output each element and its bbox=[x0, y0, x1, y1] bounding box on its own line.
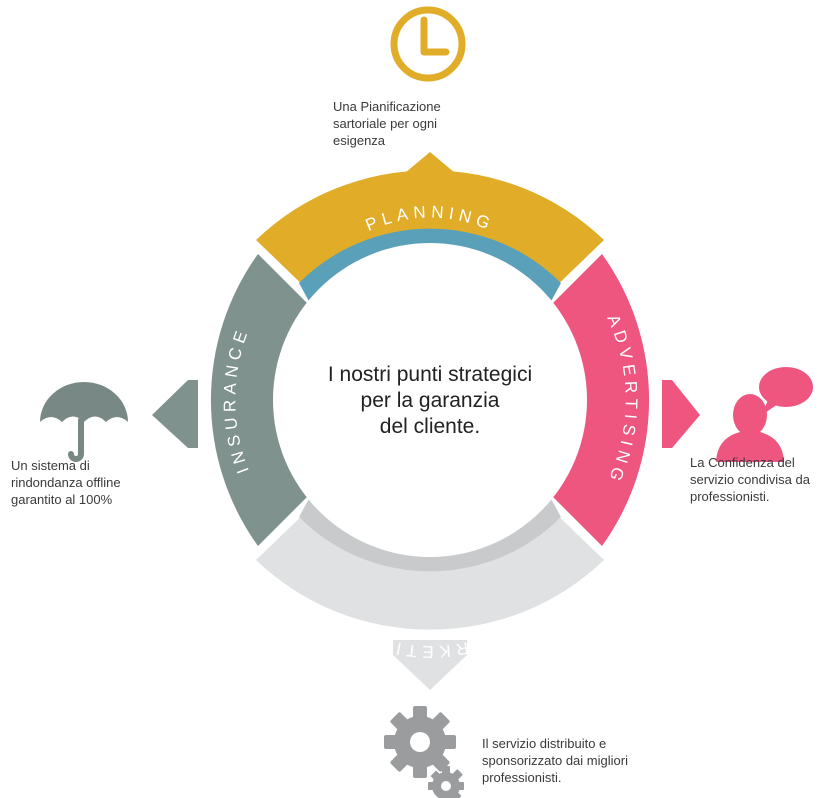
insurance-caption: Un sistema di rindondanza offline garant… bbox=[11, 457, 121, 508]
clock-icon bbox=[390, 6, 466, 82]
small-gear bbox=[428, 766, 464, 798]
caption-line: sponsorizzato dai migliori bbox=[482, 753, 628, 768]
center-line: per la garanzia bbox=[360, 389, 500, 412]
person-silhouette bbox=[716, 394, 784, 462]
caption-line: professionisti. bbox=[482, 770, 562, 785]
umbrella-icon bbox=[40, 382, 128, 462]
center-line: I nostri punti strategici bbox=[327, 363, 533, 386]
center-disc bbox=[273, 243, 587, 557]
advertising-caption: La Confidenza del servizio condivisa da … bbox=[690, 454, 810, 505]
large-gear bbox=[384, 706, 456, 778]
caption-line: servizio condivisa da bbox=[690, 472, 810, 487]
planning-segment: PLANNING bbox=[256, 152, 604, 305]
planning-caption: Una Pianificazione sartoriale per ogni e… bbox=[333, 98, 441, 149]
advertising-segment: ADVERTISING bbox=[535, 254, 700, 546]
marketing-arrow-tip bbox=[393, 640, 467, 690]
planning-inner-band bbox=[299, 228, 561, 305]
insurance-arrow-tip bbox=[152, 380, 198, 448]
speech-bubble-icon bbox=[716, 367, 813, 462]
gears-icon bbox=[384, 706, 464, 798]
caption-line: garantito al 100% bbox=[11, 492, 113, 507]
planning-arrow-tip bbox=[393, 152, 467, 200]
caption-line: La Confidenza del bbox=[690, 455, 795, 470]
caption-line: professionisti. bbox=[690, 489, 770, 504]
advertising-outer-band bbox=[548, 254, 650, 546]
marketing-label: MARKETING bbox=[353, 626, 506, 661]
caption-line: Una Pianificazione bbox=[333, 99, 441, 114]
marketing-caption: Il servizio distribuito e sponsorizzato … bbox=[482, 735, 628, 786]
caption-line: Il servizio distribuito e bbox=[482, 736, 607, 751]
insurance-outer-band bbox=[210, 254, 312, 546]
marketing-inner-band bbox=[299, 495, 561, 572]
advertising-arrow-tip bbox=[662, 380, 700, 448]
center-line: del cliente. bbox=[379, 415, 481, 438]
caption-line: Un sistema di bbox=[11, 458, 90, 473]
caption-line: sartoriale per ogni bbox=[333, 116, 438, 131]
caption-line: rindondanza offline bbox=[11, 475, 121, 490]
center-statement: I nostri punti strategici per la garanzi… bbox=[300, 362, 560, 440]
caption-line: esigenza bbox=[333, 133, 386, 148]
speech-bubble-shape bbox=[759, 367, 813, 407]
